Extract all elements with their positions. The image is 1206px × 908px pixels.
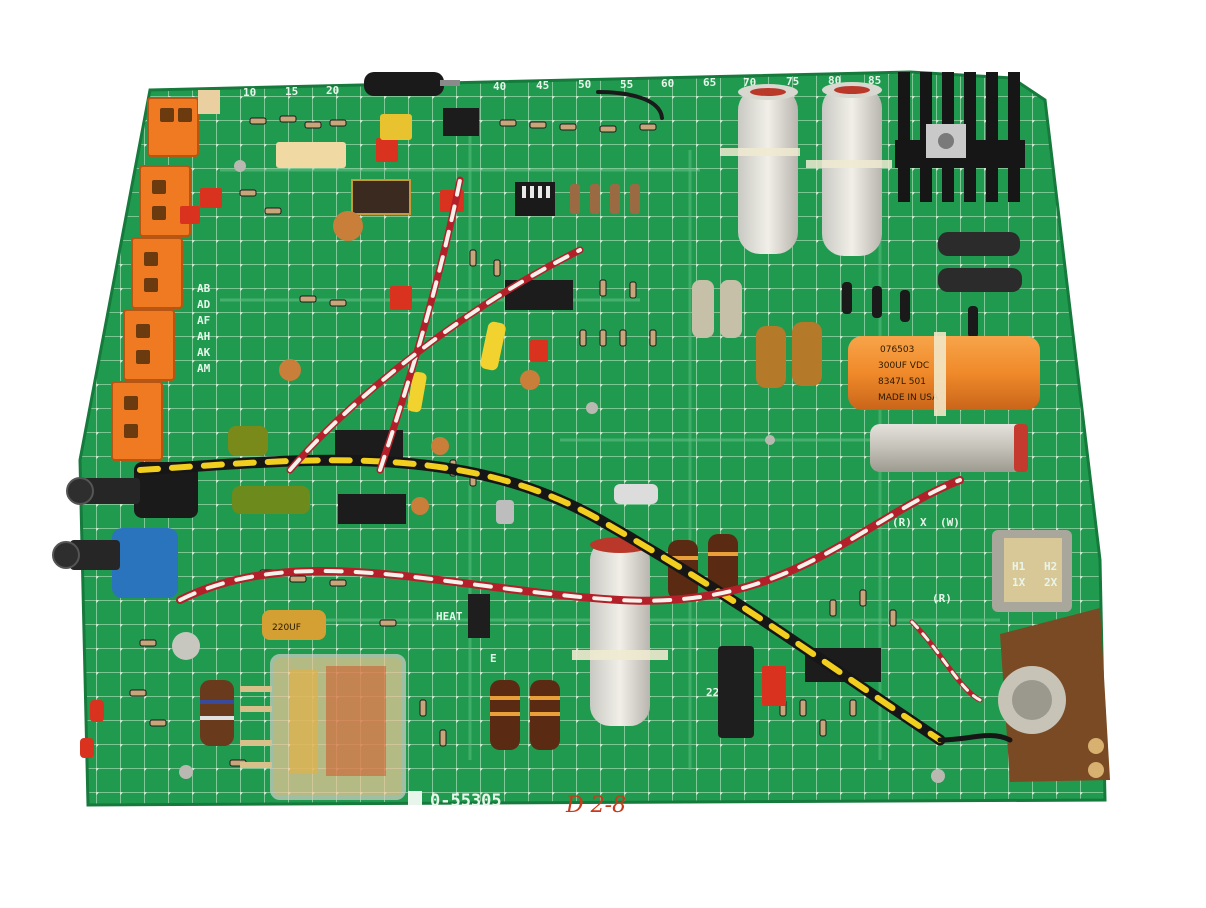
transformer-h2: H2 (1044, 560, 1057, 573)
mounting-holes (179, 160, 945, 783)
scale-number: 15 (285, 85, 298, 98)
beige-resistors (692, 280, 742, 338)
transformer-1x: 1X (1012, 576, 1026, 589)
scale-number: 50 (578, 78, 591, 91)
edge-label: AD (197, 298, 211, 311)
label-heat: HEAT (436, 610, 463, 623)
orange-cap-line2: 300UF VDC (878, 361, 929, 371)
edge-label: AK (197, 346, 211, 359)
yellow-capacitors (276, 114, 506, 413)
scale-number: 45 (536, 79, 549, 92)
label-22: 22 (706, 686, 719, 699)
orange-capacitor: 076503 300UF VDC 8347L 501 MADE IN USA (848, 332, 1040, 416)
ceramic-capacitors (279, 211, 540, 515)
gold-cap-label: 220UF (272, 623, 301, 633)
relay-icon (240, 654, 406, 800)
resistor-array (129, 115, 897, 767)
transformer-2x: 2X (1044, 576, 1058, 589)
large-capacitors-top (720, 82, 892, 256)
transformer-h1: H1 (1012, 560, 1026, 573)
scale-number: 55 (620, 78, 633, 91)
orange-cap-line1: 076503 (880, 345, 914, 355)
misc-labels: HEAT E 22 (436, 610, 719, 699)
wire-bundles (134, 90, 1013, 746)
label-r1: (R) (892, 516, 912, 529)
orange-cap-line4: MADE IN USA (878, 393, 939, 403)
edge-label: AM (197, 362, 211, 375)
power-resistor-top (364, 72, 460, 96)
scale-number: 10 (243, 86, 256, 99)
label-r2: (R) (932, 592, 952, 605)
scale-number: 75 (786, 75, 799, 88)
scale-number: 65 (703, 76, 716, 89)
scale-number: 85 (868, 74, 881, 87)
edge-label: AH (197, 330, 210, 343)
green-capacitors (228, 426, 310, 514)
label-x: X (920, 516, 927, 529)
label-w: (W) (940, 516, 960, 529)
black-resistors-right (842, 232, 1022, 338)
connector-bracket (998, 608, 1110, 782)
transformer-icon: H1 H2 1X 2X (992, 530, 1072, 612)
vertical-resistors (570, 184, 640, 214)
potentiometer-icon (52, 462, 200, 660)
label-e: E (490, 652, 497, 665)
part-number: 0-55305 (430, 791, 502, 811)
scale-number: 40 (493, 80, 506, 93)
board-markings: 0-55305 D 2-8 (408, 791, 626, 818)
handwritten-mark: D 2-8 (565, 793, 626, 818)
edge-labels: AB AD AF AH AK AM (197, 282, 211, 375)
scale-numbers: 10 15 20 40 45 50 55 60 65 70 75 80 85 (243, 74, 881, 99)
edge-label: AF (197, 314, 210, 327)
orange-cap-line3: 8347L 501 (878, 377, 926, 387)
scale-number: 60 (661, 77, 674, 90)
terminal-block-icon (111, 90, 220, 461)
scale-number: 20 (326, 84, 339, 97)
gold-capacitor: 220UF (262, 610, 326, 640)
black-module (468, 484, 754, 738)
tantalum-capacitors (756, 322, 822, 388)
silver-capacitor (870, 424, 1028, 472)
heatsink-icon (895, 72, 1025, 202)
right-labels: (R) X (W) (R) (892, 516, 960, 605)
edge-label: AB (197, 282, 211, 295)
